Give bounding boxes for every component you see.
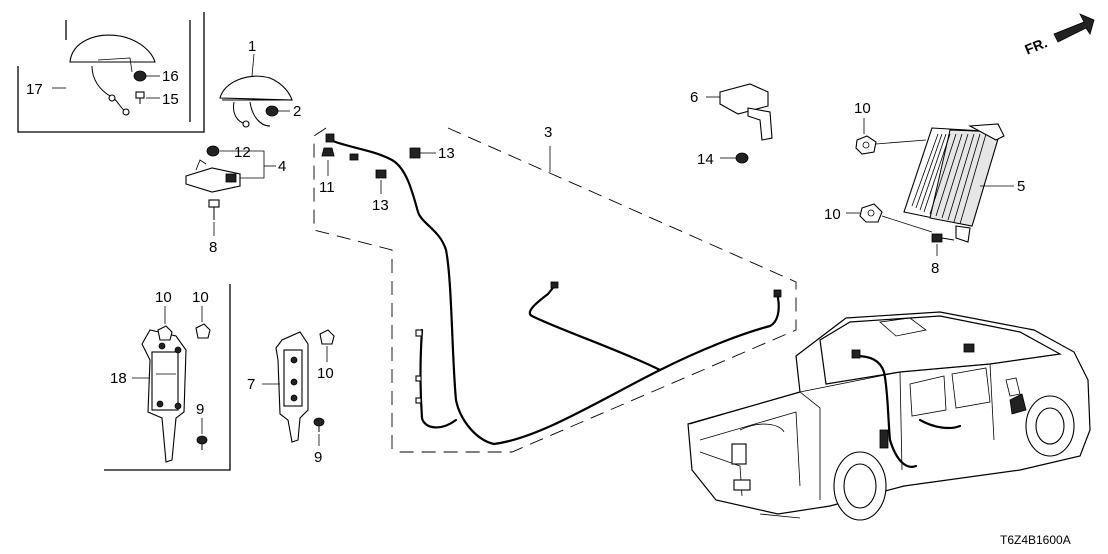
shark-fin-antenna (219, 75, 293, 128)
bolt-part-8-left (208, 199, 220, 220)
nut-part-10-upper-right (855, 135, 877, 155)
module-part-6 (719, 83, 773, 141)
clip-part-12 (206, 145, 220, 157)
callout-11: 11 (319, 179, 335, 196)
bracket-part-7 (275, 331, 309, 443)
clip-part-11 (321, 147, 335, 157)
callout-14: 14 (697, 151, 714, 168)
nut-part-16 (133, 70, 147, 82)
nut-part-10-left-a (157, 325, 173, 341)
callout-8-right: 8 (931, 260, 939, 277)
audio-amplifier-part-5 (903, 123, 1005, 243)
bracket-part-18 (141, 329, 187, 463)
front-direction-indicator: FR. (1022, 13, 1095, 58)
front-direction-label: FR. (1022, 34, 1049, 57)
callout-5: 5 (1017, 178, 1025, 195)
callout-3: 3 (544, 124, 552, 141)
callout-13-lower: 13 (372, 197, 389, 214)
callout-12: 12 (234, 144, 251, 161)
callout-10-upper-right: 10 (854, 100, 871, 117)
callout-8-left: 8 (209, 239, 217, 256)
bolt-part-14 (735, 152, 749, 164)
clip-part-13-upper (409, 147, 421, 159)
callout-6: 6 (690, 89, 698, 106)
callout-10-middle: 10 (317, 365, 334, 382)
callout-17: 17 (26, 81, 43, 98)
nut-part-10-middle (319, 329, 335, 345)
wire-harness-part-3 (325, 133, 782, 446)
callout-18: 18 (110, 370, 127, 387)
antenna-kit-frame (17, 12, 205, 133)
harness-frame (313, 127, 797, 453)
vehicle-location-illustration (687, 311, 1091, 521)
nut-part-10-left-b (195, 323, 211, 339)
screw-part-15 (135, 91, 145, 104)
bolt-part-9-right (313, 417, 325, 432)
roof-antenna-assembly (69, 34, 156, 116)
callout-10-left-b: 10 (192, 289, 209, 306)
callout-13-upper: 13 (438, 145, 455, 162)
antenna-amplifier-part-4 (185, 159, 241, 193)
bracket-kit-frame (104, 284, 231, 471)
callout-9-left: 9 (196, 401, 204, 418)
callout-1: 1 (248, 38, 256, 55)
diagram-code: T6Z4B1600A (1000, 533, 1071, 547)
callout-16: 16 (162, 68, 179, 85)
callout-10-lower-right: 10 (824, 206, 841, 223)
nut-part-10-lower-right (859, 203, 883, 223)
bolt-part-8-right (931, 233, 955, 243)
callout-2: 2 (293, 103, 301, 120)
bolt-part-9-left (196, 435, 208, 450)
callout-10-left-a: 10 (155, 289, 172, 306)
callout-7: 7 (247, 376, 255, 393)
callout-9-right: 9 (314, 449, 322, 466)
clip-part-13-lower (375, 169, 387, 179)
grommet-part-2 (265, 105, 279, 117)
callout-4: 4 (278, 158, 286, 175)
callout-15: 15 (162, 91, 179, 108)
